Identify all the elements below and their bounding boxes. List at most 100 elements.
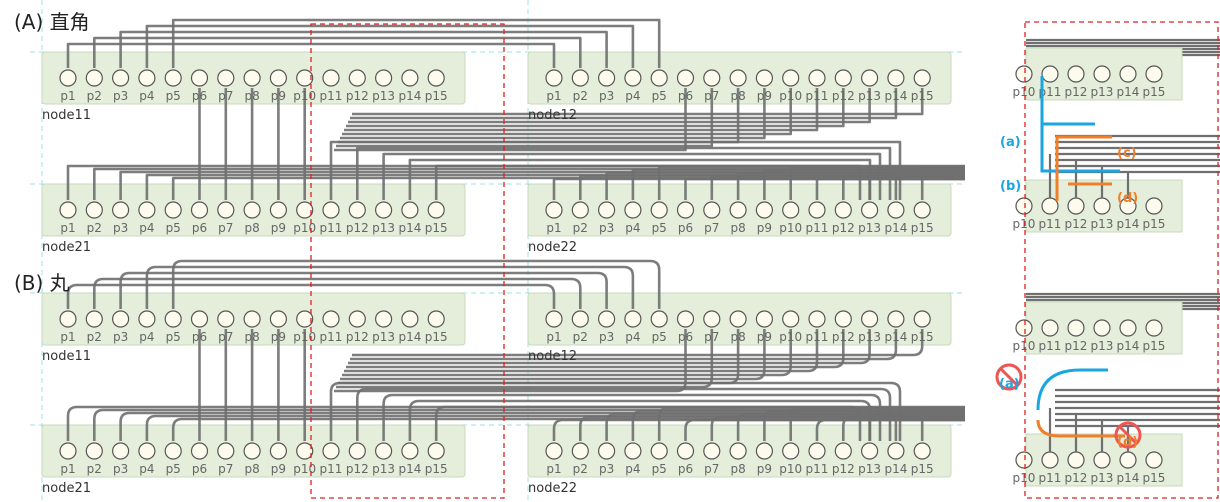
port-circle [164, 69, 182, 87]
port-circle [913, 442, 931, 460]
port-label: p14 [398, 89, 421, 103]
port-circle [782, 69, 800, 87]
port-label: p12 [346, 89, 369, 103]
port-label: p7 [218, 330, 233, 344]
zoom-port-circle [1015, 451, 1033, 469]
port-label: p11 [806, 221, 829, 235]
port-label: p5 [652, 89, 667, 103]
port-circle [375, 201, 393, 219]
port-label: p13 [858, 221, 881, 235]
port-circle [375, 310, 393, 328]
port-circle [597, 69, 616, 87]
wire-mid-bundle [352, 329, 924, 357]
port-label: p6 [678, 89, 693, 103]
port-circle [860, 201, 879, 219]
port-label: p9 [757, 462, 772, 476]
port-label: p15 [911, 330, 934, 344]
port-circle [322, 69, 340, 87]
port-label: p7 [704, 462, 719, 476]
port-label: p14 [398, 221, 421, 235]
wire-mid-elbow [382, 152, 882, 200]
port-circle [703, 201, 721, 219]
port-label: p7 [218, 221, 233, 235]
port-label: p2 [573, 330, 588, 344]
port-label: p13 [372, 330, 395, 344]
port-circle [729, 69, 747, 87]
port-label: p9 [757, 330, 772, 344]
port-circle [427, 310, 445, 328]
port-label: p5 [166, 89, 181, 103]
forbidden-icon-slash [1118, 425, 1138, 445]
port-circle [703, 69, 721, 87]
port-label: p14 [884, 330, 907, 344]
port-circle [650, 201, 668, 219]
wire-top-arc [119, 271, 608, 309]
port-circle [650, 310, 668, 328]
port-circle [427, 201, 445, 219]
port-label: p4 [139, 462, 154, 476]
port-circle [269, 442, 287, 460]
port-circle [887, 310, 905, 328]
port-label: p10 [779, 221, 802, 235]
port-label: p14 [398, 330, 421, 344]
wire-bus-right [842, 174, 965, 200]
port-circle [243, 442, 261, 460]
port-label: p7 [704, 330, 719, 344]
wire-bus-right [579, 415, 965, 441]
port-circle [597, 442, 616, 460]
port-label: p1 [60, 221, 75, 235]
node-label-node21-b: node21 [42, 481, 91, 496]
node-label-node22-a: node22 [528, 240, 577, 255]
zoom-port-circle [1093, 65, 1111, 83]
port-label: p10 [293, 330, 316, 344]
port-circle [782, 310, 800, 328]
port-label: p11 [320, 89, 343, 103]
node-label-node11-a: node11 [42, 108, 91, 123]
port-circle [348, 201, 366, 219]
zoom-port-circle [1067, 451, 1085, 469]
port-label: p4 [139, 89, 154, 103]
wire-mid-bundle [352, 88, 924, 116]
wire-mid-elbow [356, 146, 892, 200]
wire-mid-elbow [434, 164, 862, 200]
node-label-node22-b: node22 [528, 481, 577, 496]
port-circle [401, 201, 419, 219]
wire-bus-right [605, 412, 965, 441]
node-label-node12-b: node12 [528, 349, 577, 364]
port-circle [111, 442, 130, 460]
port-label: p5 [652, 462, 667, 476]
port-circle [834, 310, 852, 328]
port-circle [138, 201, 156, 219]
port-circle [111, 201, 130, 219]
wire-mid-elbow [434, 405, 862, 441]
port-circle [296, 69, 314, 87]
port-label: p1 [546, 89, 561, 103]
port-label: p3 [113, 89, 128, 103]
port-label: p8 [730, 89, 745, 103]
port-label: p12 [346, 462, 369, 476]
port-label: p6 [192, 221, 207, 235]
port-label: p4 [625, 330, 640, 344]
highlight-wire-d [1036, 419, 1125, 438]
port-circle [243, 201, 261, 219]
node-label-node12-a: node12 [528, 108, 577, 123]
zoom-port-circle [1145, 319, 1163, 337]
wire-bus-left [119, 411, 965, 441]
wire-bus-right [920, 165, 965, 200]
zoom-port-label: p12 [1065, 217, 1088, 231]
port-label: p12 [832, 462, 855, 476]
section-title-a: (A) 直角 [14, 10, 90, 34]
callout-d-orange: (d) [1117, 191, 1138, 206]
port-label: p9 [271, 462, 286, 476]
zoom-port-circle [1145, 451, 1163, 469]
port-circle [624, 69, 642, 87]
port-label: p9 [757, 89, 772, 103]
wire-bus-right [552, 418, 965, 441]
port-circle [59, 310, 77, 328]
zoom-port-circle [1015, 319, 1033, 337]
port-label: p8 [730, 462, 745, 476]
port-label: p3 [599, 89, 614, 103]
port-circle [59, 442, 77, 460]
port-label: p11 [806, 89, 829, 103]
port-circle [138, 442, 156, 460]
